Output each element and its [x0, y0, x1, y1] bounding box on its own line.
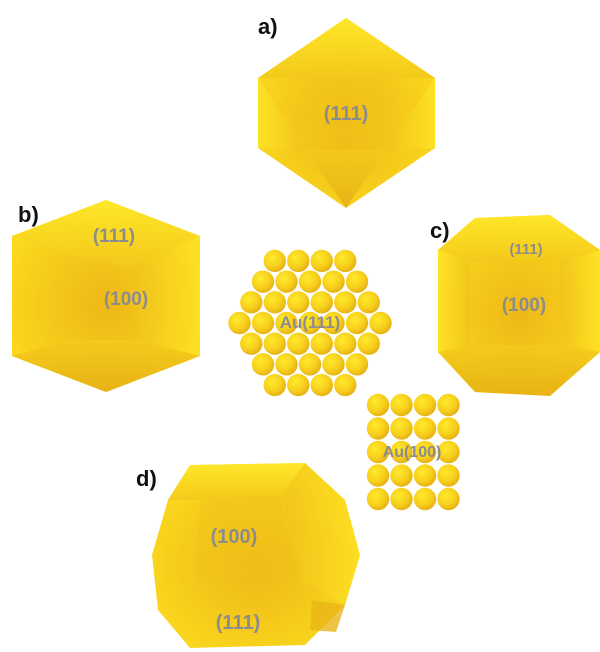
gold-atom: [298, 270, 322, 293]
gold-atom: [310, 373, 333, 397]
c-top-face: [438, 215, 600, 262]
panel-a-label: a): [258, 14, 278, 39]
gold-atom: [413, 417, 437, 440]
gold-atom: [413, 487, 437, 511]
gold-atom: [251, 270, 275, 293]
panel-d-truncated-octahedron: d) (100) (111): [136, 463, 360, 648]
gold-atom: [310, 332, 333, 355]
gold-atom: [390, 464, 413, 487]
c-left-face: [438, 250, 470, 352]
gold-atom: [287, 291, 310, 314]
b-top-face: [12, 200, 200, 268]
gold-atom: [240, 332, 263, 355]
gold-atom: [298, 353, 322, 376]
b-bottom-face: [12, 340, 200, 392]
c-bottom-face: [438, 345, 600, 396]
b-right-face: [130, 236, 200, 356]
gold-atom: [334, 291, 357, 314]
gold-atom: [357, 291, 380, 314]
gold-atom: [437, 417, 460, 440]
gold-atom: [390, 440, 413, 464]
gold-atom: [322, 270, 345, 293]
gold-atom: [413, 464, 437, 487]
gold-atom: [275, 270, 298, 293]
gold-atom: [366, 417, 390, 440]
gold-atom: [437, 487, 460, 511]
gold-atom: [263, 373, 286, 397]
d-right-face: [282, 463, 360, 605]
panel-b-crystal: b) (111) (100): [12, 200, 200, 392]
d-top-left-face: [168, 463, 305, 500]
panel-d-label: d): [136, 466, 157, 491]
icosa-top-face: [258, 18, 435, 78]
gold-atom: [275, 311, 298, 335]
d-small-square-face: [310, 600, 345, 632]
gold-atom: [322, 353, 345, 376]
gold-atom: [345, 311, 369, 335]
icosa-center-face: [297, 60, 395, 140]
gold-atom: [310, 249, 333, 273]
icosa-right-face: [385, 78, 435, 150]
gold-atom: [263, 291, 286, 314]
gold-atom: [287, 373, 310, 397]
gold-atom: [287, 332, 310, 355]
gold-atom: [334, 373, 357, 397]
gold-atom: [251, 311, 275, 335]
au100-label: Au(100): [383, 444, 442, 461]
gold-atom: [287, 249, 310, 273]
icosa-bottom-face: [305, 150, 385, 208]
icosa-left-face: [258, 78, 305, 150]
panel-d-facet-111: (111): [216, 612, 260, 634]
gold-atom: [390, 393, 413, 417]
panel-a-facet-111: (111): [324, 103, 368, 125]
gold-atom: [369, 311, 392, 335]
au111-atom-cluster: [228, 249, 392, 397]
gold-atom: [240, 291, 263, 314]
gold-atom: [310, 291, 333, 314]
panel-a-icosahedron: a) (111): [258, 14, 435, 208]
panel-b-facet-100: (100): [104, 289, 148, 310]
gold-atom: [357, 332, 380, 355]
gold-atom: [366, 487, 390, 511]
panel-b-facet-111: (111): [93, 226, 135, 247]
gold-atom: [345, 353, 369, 376]
gold-atom: [413, 393, 437, 417]
gold-atom: [228, 311, 251, 335]
gold-atom: [334, 332, 357, 355]
panel-d-facet-100: (100): [211, 526, 258, 548]
gold-atom: [390, 487, 413, 511]
panel-c-facet-100: (100): [502, 295, 546, 316]
gold-atom: [413, 440, 437, 464]
gold-atom: [366, 440, 390, 464]
gold-atom: [437, 393, 460, 417]
panel-c-label: c): [430, 218, 450, 243]
gold-atom: [263, 249, 286, 273]
gold-atom: [390, 417, 413, 440]
gold-atom: [251, 353, 275, 376]
d-center-square-face: [196, 495, 288, 580]
gold-atom: [437, 440, 460, 464]
gold-atom: [263, 332, 286, 355]
gold-atom: [334, 249, 357, 273]
gold-atom: [298, 311, 322, 335]
gold-atom: [345, 270, 369, 293]
panel-b-label: b): [18, 202, 39, 227]
au100-atom-grid: [366, 393, 460, 511]
gold-atom: [366, 464, 390, 487]
gold-atom: [275, 353, 298, 376]
gold-atom: [437, 464, 460, 487]
au111-label: Au(111): [280, 313, 340, 332]
panel-c-crystal: c) (111) (100): [430, 215, 600, 396]
panel-c-facet-111: (111): [509, 241, 542, 258]
gold-atom: [366, 393, 390, 417]
gold-atom: [322, 311, 345, 335]
c-right-face: [560, 250, 600, 352]
